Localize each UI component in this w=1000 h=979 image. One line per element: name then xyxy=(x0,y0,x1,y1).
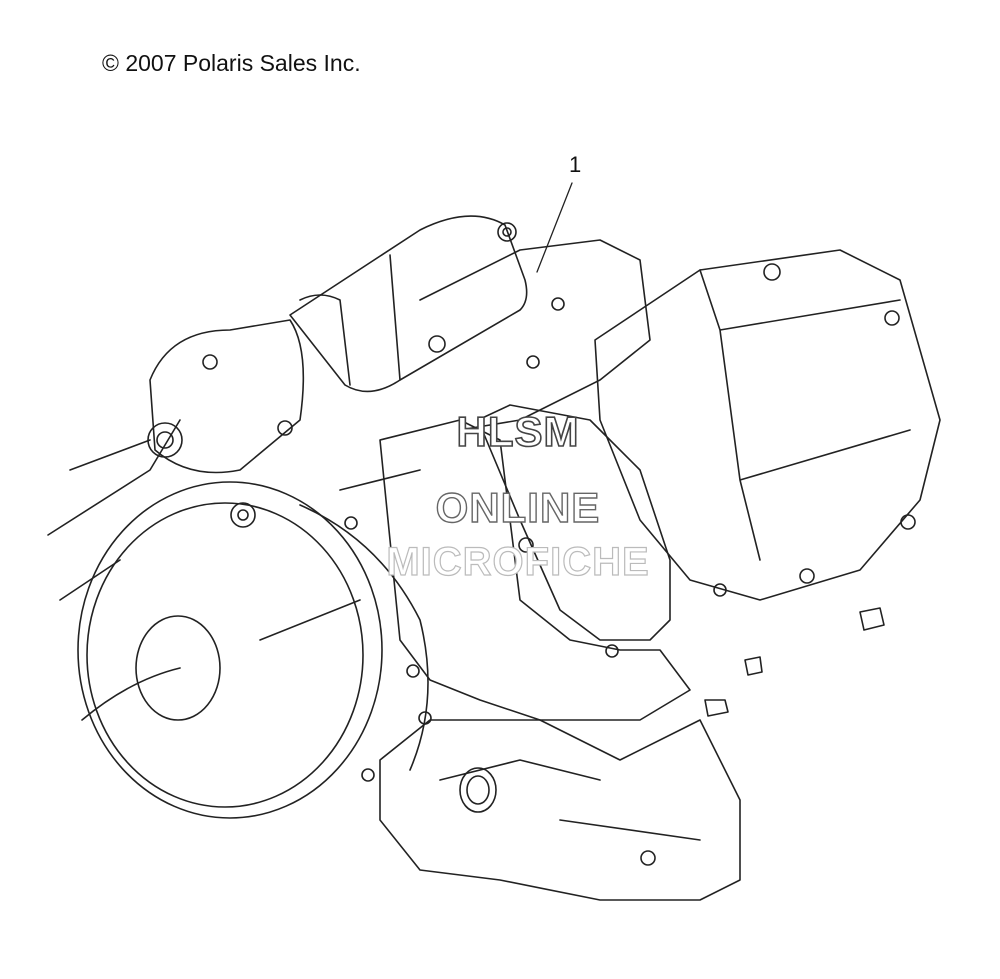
flywheel-cover-outer xyxy=(77,481,383,819)
valve-cover-bolt xyxy=(763,263,781,281)
stud xyxy=(744,656,763,676)
transmission-housing xyxy=(379,719,741,901)
end-cap-boss xyxy=(147,422,183,458)
callout-label-1: 1 xyxy=(569,152,582,177)
copyright-notice: © 2007 Polaris Sales Inc. xyxy=(102,50,361,76)
callout-leader xyxy=(536,182,573,273)
watermark-line-2: ONLINE xyxy=(435,483,601,531)
cylinder-plate xyxy=(477,404,671,641)
cover-bolt xyxy=(230,502,256,528)
flywheel-cover-hub xyxy=(135,615,221,721)
starter-end-cap xyxy=(149,319,305,474)
watermark-line-1: HLSM xyxy=(456,407,580,456)
stud xyxy=(704,699,729,717)
starter-motor xyxy=(289,215,528,393)
watermark-line-3: MICROFICHE xyxy=(386,539,650,584)
oil-filler-cap xyxy=(459,767,497,813)
crankcase-outline xyxy=(47,419,181,601)
stud xyxy=(859,607,885,631)
crankcase-center xyxy=(379,419,691,721)
starter-bolt xyxy=(497,222,517,242)
